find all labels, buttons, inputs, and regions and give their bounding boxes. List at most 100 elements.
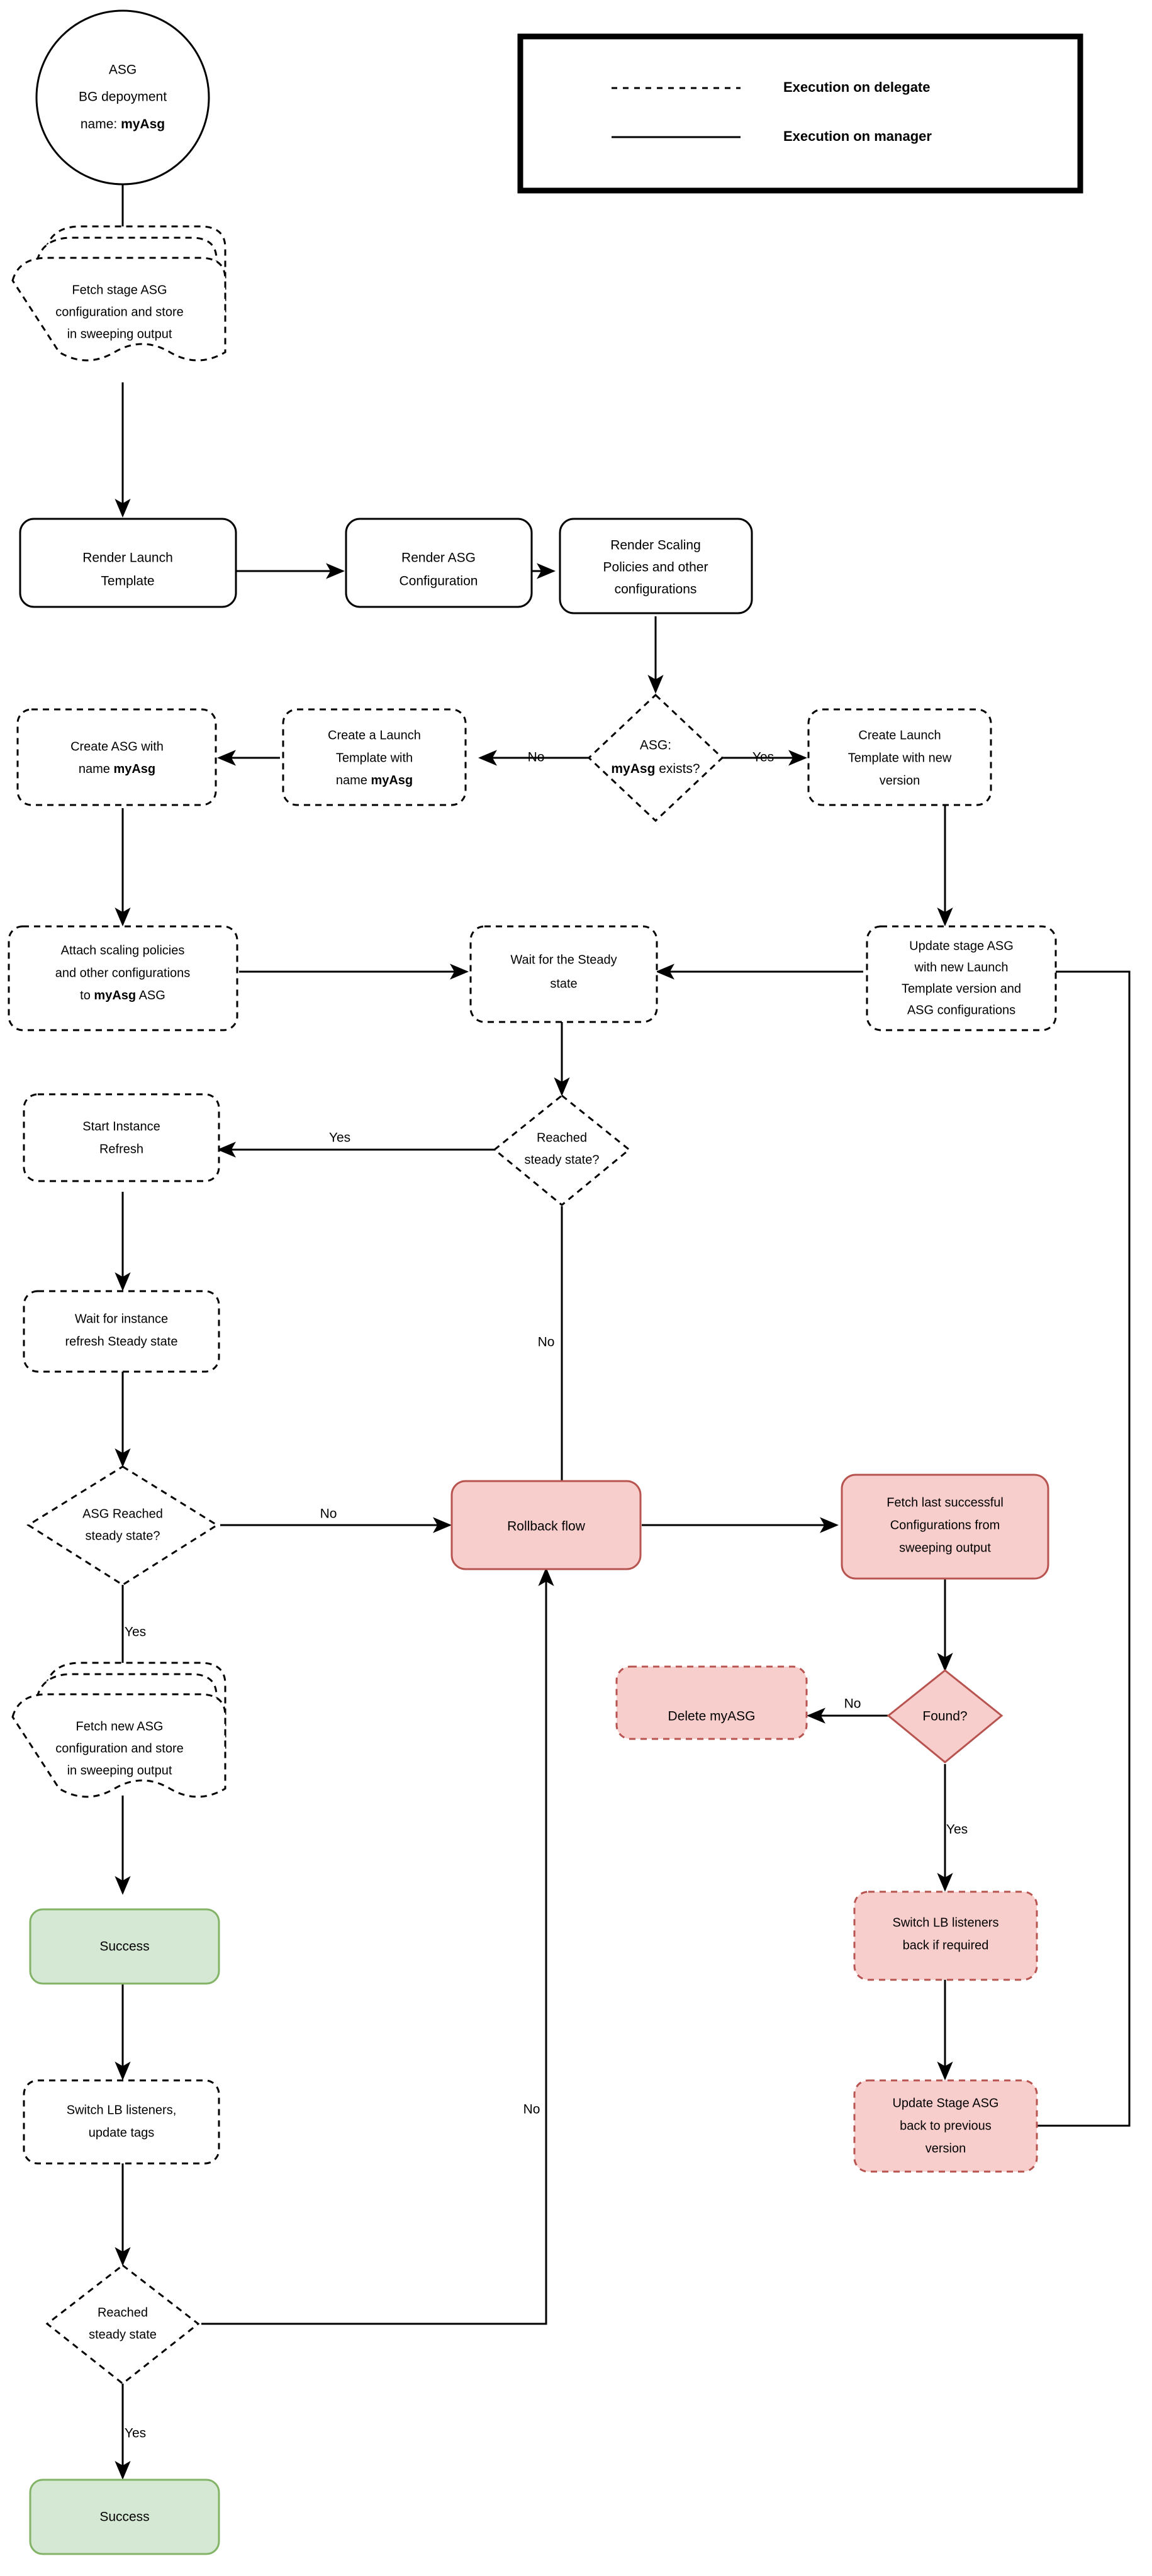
node-fetch-last-line1: Fetch last successful — [886, 1496, 1004, 1509]
edges-layer — [115, 182, 1131, 2480]
edge-label-yes-found: Yes — [946, 1823, 968, 1837]
node-create-asg[interactable]: Create ASG with name myAsg — [16, 708, 217, 806]
node-update-prev-line3: version — [926, 2141, 966, 2155]
node-create-launch-template-new-version[interactable]: Create Launch Template with new version — [807, 708, 992, 806]
node-update-stage-line4: ASG configurations — [907, 1003, 1015, 1017]
node-create-lt-new-line1: Create Launch — [858, 728, 941, 742]
node-rollback-flow[interactable]: Rollback flow — [450, 1480, 642, 1570]
node-render-asg-line1: Render ASG — [401, 551, 476, 565]
node-render-lt-line1: Render Launch — [82, 551, 173, 565]
node-success-2[interactable]: Success — [29, 2479, 220, 2555]
node-start-refresh-line2: Refresh — [99, 1142, 143, 1156]
node-success-2-label: Success — [99, 2510, 149, 2524]
node-update-stage-asg[interactable]: Update stage ASG with new Launch Templat… — [866, 925, 1057, 1031]
edge-label-yes-asgreachedq: Yes — [125, 1625, 146, 1640]
node-start-line1: ASG — [109, 63, 137, 77]
legend-label-delegate: Execution on delegate — [783, 79, 931, 95]
node-switch-lb-tags-line2: update tags — [89, 2126, 155, 2140]
node-render-lt-line2: Template — [101, 574, 154, 589]
node-reachedq-line2: steady state? — [525, 1153, 600, 1167]
node-start-refresh-line1: Start Instance — [82, 1119, 160, 1133]
node-asg-exists-line2: myAsg exists? — [611, 762, 700, 776]
node-render-scaling-policies[interactable]: Render Scaling Policies and other config… — [559, 518, 753, 614]
node-wait-for-steady-state[interactable]: Wait for the Steady state — [469, 925, 658, 1023]
node-rollback-label: Rollback flow — [507, 1519, 586, 1534]
node-wait-steady-line2: state — [550, 977, 577, 991]
node-fetch-stage-asg[interactable]: Fetch stage ASG configuration and store … — [11, 225, 226, 362]
edge-label-no-reachedsteady2: No — [523, 2102, 540, 2117]
node-render-scaling-line2: Policies and other — [603, 560, 708, 575]
node-found-decision[interactable]: Found? — [886, 1669, 1004, 1763]
node-start-instance-refresh[interactable]: Start Instance Refresh — [23, 1093, 220, 1182]
node-wait-steady-line1: Wait for the Steady — [510, 953, 617, 967]
edge-label-yes-asgexists: Yes — [752, 750, 774, 765]
node-attach-line3: to myAsg ASG — [80, 989, 165, 1002]
node-asgreachedq-line2: steady state? — [86, 1529, 160, 1543]
edge-label-no-reachedq: No — [538, 1335, 555, 1350]
node-render-asg-configuration[interactable]: Render ASG Configuration — [345, 518, 533, 608]
node-reached-steady-state-2[interactable]: Reached steady state — [45, 2264, 200, 2385]
edge-label-yes-reachedsteady2: Yes — [125, 2426, 146, 2441]
node-delete-myasg-label: Delete myASG — [668, 1709, 756, 1724]
node-reachedsteady2-line1: Reached — [98, 2306, 148, 2319]
node-render-asg-line2: Configuration — [400, 574, 478, 589]
node-asg-exists-decision[interactable]: ASG: myAsg exists? — [587, 693, 724, 823]
node-start-line2: BG depoyment — [79, 90, 167, 104]
node-attach-line1: Attach scaling policies — [61, 943, 185, 957]
node-success-1-label: Success — [99, 1940, 149, 1954]
legend-box: Execution on delegate Execution on manag… — [517, 33, 1083, 194]
node-switch-lb-listeners-back[interactable]: Switch LB listeners back if required — [853, 1890, 1038, 1981]
node-fetch-new-line1: Fetch new ASG — [76, 1719, 164, 1733]
node-asg-exists-line1: ASG: — [640, 738, 671, 753]
node-create-lt-named-line1: Create a Launch — [328, 728, 421, 742]
node-fetch-last-successful-config[interactable]: Fetch last successful Configurations fro… — [841, 1474, 1049, 1580]
node-update-stage-line1: Update stage ASG — [909, 939, 1014, 953]
node-start-line3: name: myAsg — [81, 117, 165, 131]
node-create-lt-new-line3: version — [880, 774, 920, 787]
node-create-launch-template-named[interactable]: Create a Launch Template with name myAsg — [282, 708, 467, 806]
node-reachedsteady2-line2: steady state — [89, 2328, 157, 2341]
node-found-label: Found? — [922, 1709, 967, 1724]
node-attach-line2: and other configurations — [55, 966, 191, 980]
node-success-1[interactable]: Success — [29, 1908, 220, 1985]
node-create-asg-line1: Create ASG with — [70, 740, 164, 753]
node-wait-instance-refresh[interactable]: Wait for instance refresh Steady state — [23, 1290, 220, 1373]
node-update-stage-line3: Template version and — [902, 982, 1021, 996]
node-switch-lb-back-line1: Switch LB listeners — [893, 1916, 999, 1929]
node-update-prev-line1: Update Stage ASG — [892, 2096, 998, 2110]
node-update-stage-line2: with new Launch — [914, 960, 1009, 974]
node-create-lt-new-line2: Template with new — [848, 751, 952, 765]
node-render-launch-template[interactable]: Render Launch Template — [19, 518, 237, 608]
node-fetch-last-line2: Configurations from — [890, 1518, 1000, 1532]
node-delete-myasg[interactable]: Delete myASG — [615, 1665, 808, 1740]
node-fetch-new-line2: configuration and store — [55, 1741, 183, 1755]
edge-label-yes-reachedq: Yes — [329, 1131, 350, 1145]
node-asg-reached-steady-decision[interactable]: ASG Reached steady state? — [26, 1465, 219, 1586]
node-start[interactable]: ASG BG depoyment name: myAsg — [35, 9, 210, 186]
node-fetch-last-line3: sweeping output — [899, 1541, 991, 1555]
node-switch-lb-back-line2: back if required — [903, 1938, 989, 1952]
legend-label-manager: Execution on manager — [783, 128, 932, 144]
node-fetch-new-asg-config[interactable]: Fetch new ASG configuration and store in… — [11, 1662, 226, 1798]
node-attach-scaling-policies[interactable]: Attach scaling policies and other config… — [8, 925, 238, 1031]
node-switch-lb-listeners-update-tags[interactable]: Switch LB listeners, update tags — [23, 2079, 220, 2165]
node-asgreachedq-line1: ASG Reached — [82, 1507, 163, 1521]
node-fetch-stage-line1: Fetch stage ASG — [72, 283, 167, 297]
node-switch-lb-tags-line1: Switch LB listeners, — [67, 2103, 177, 2117]
node-render-scaling-line1: Render Scaling — [610, 538, 701, 553]
node-update-stage-asg-previous[interactable]: Update Stage ASG back to previous versio… — [853, 2079, 1038, 2173]
node-reached-steady-state-decision[interactable]: Reached steady state? — [493, 1094, 631, 1206]
node-fetch-stage-line2: configuration and store — [55, 305, 183, 319]
node-wait-refresh-line2: refresh Steady state — [65, 1335, 178, 1348]
node-render-scaling-line3: configurations — [615, 582, 697, 597]
node-create-lt-named-line3: name myAsg — [336, 774, 413, 787]
node-fetch-stage-line3: in sweeping output — [67, 327, 172, 341]
node-update-prev-line2: back to previous — [900, 2119, 992, 2133]
edge-label-no-asgreachedq: No — [320, 1507, 337, 1521]
edge-reachedsteady2-no-to-rollback — [201, 1567, 554, 2325]
node-create-lt-named-line2: Template with — [336, 751, 413, 765]
edge-updateprev-back-to-updatestage — [996, 963, 1131, 2127]
edge-label-no-found: No — [844, 1697, 861, 1711]
